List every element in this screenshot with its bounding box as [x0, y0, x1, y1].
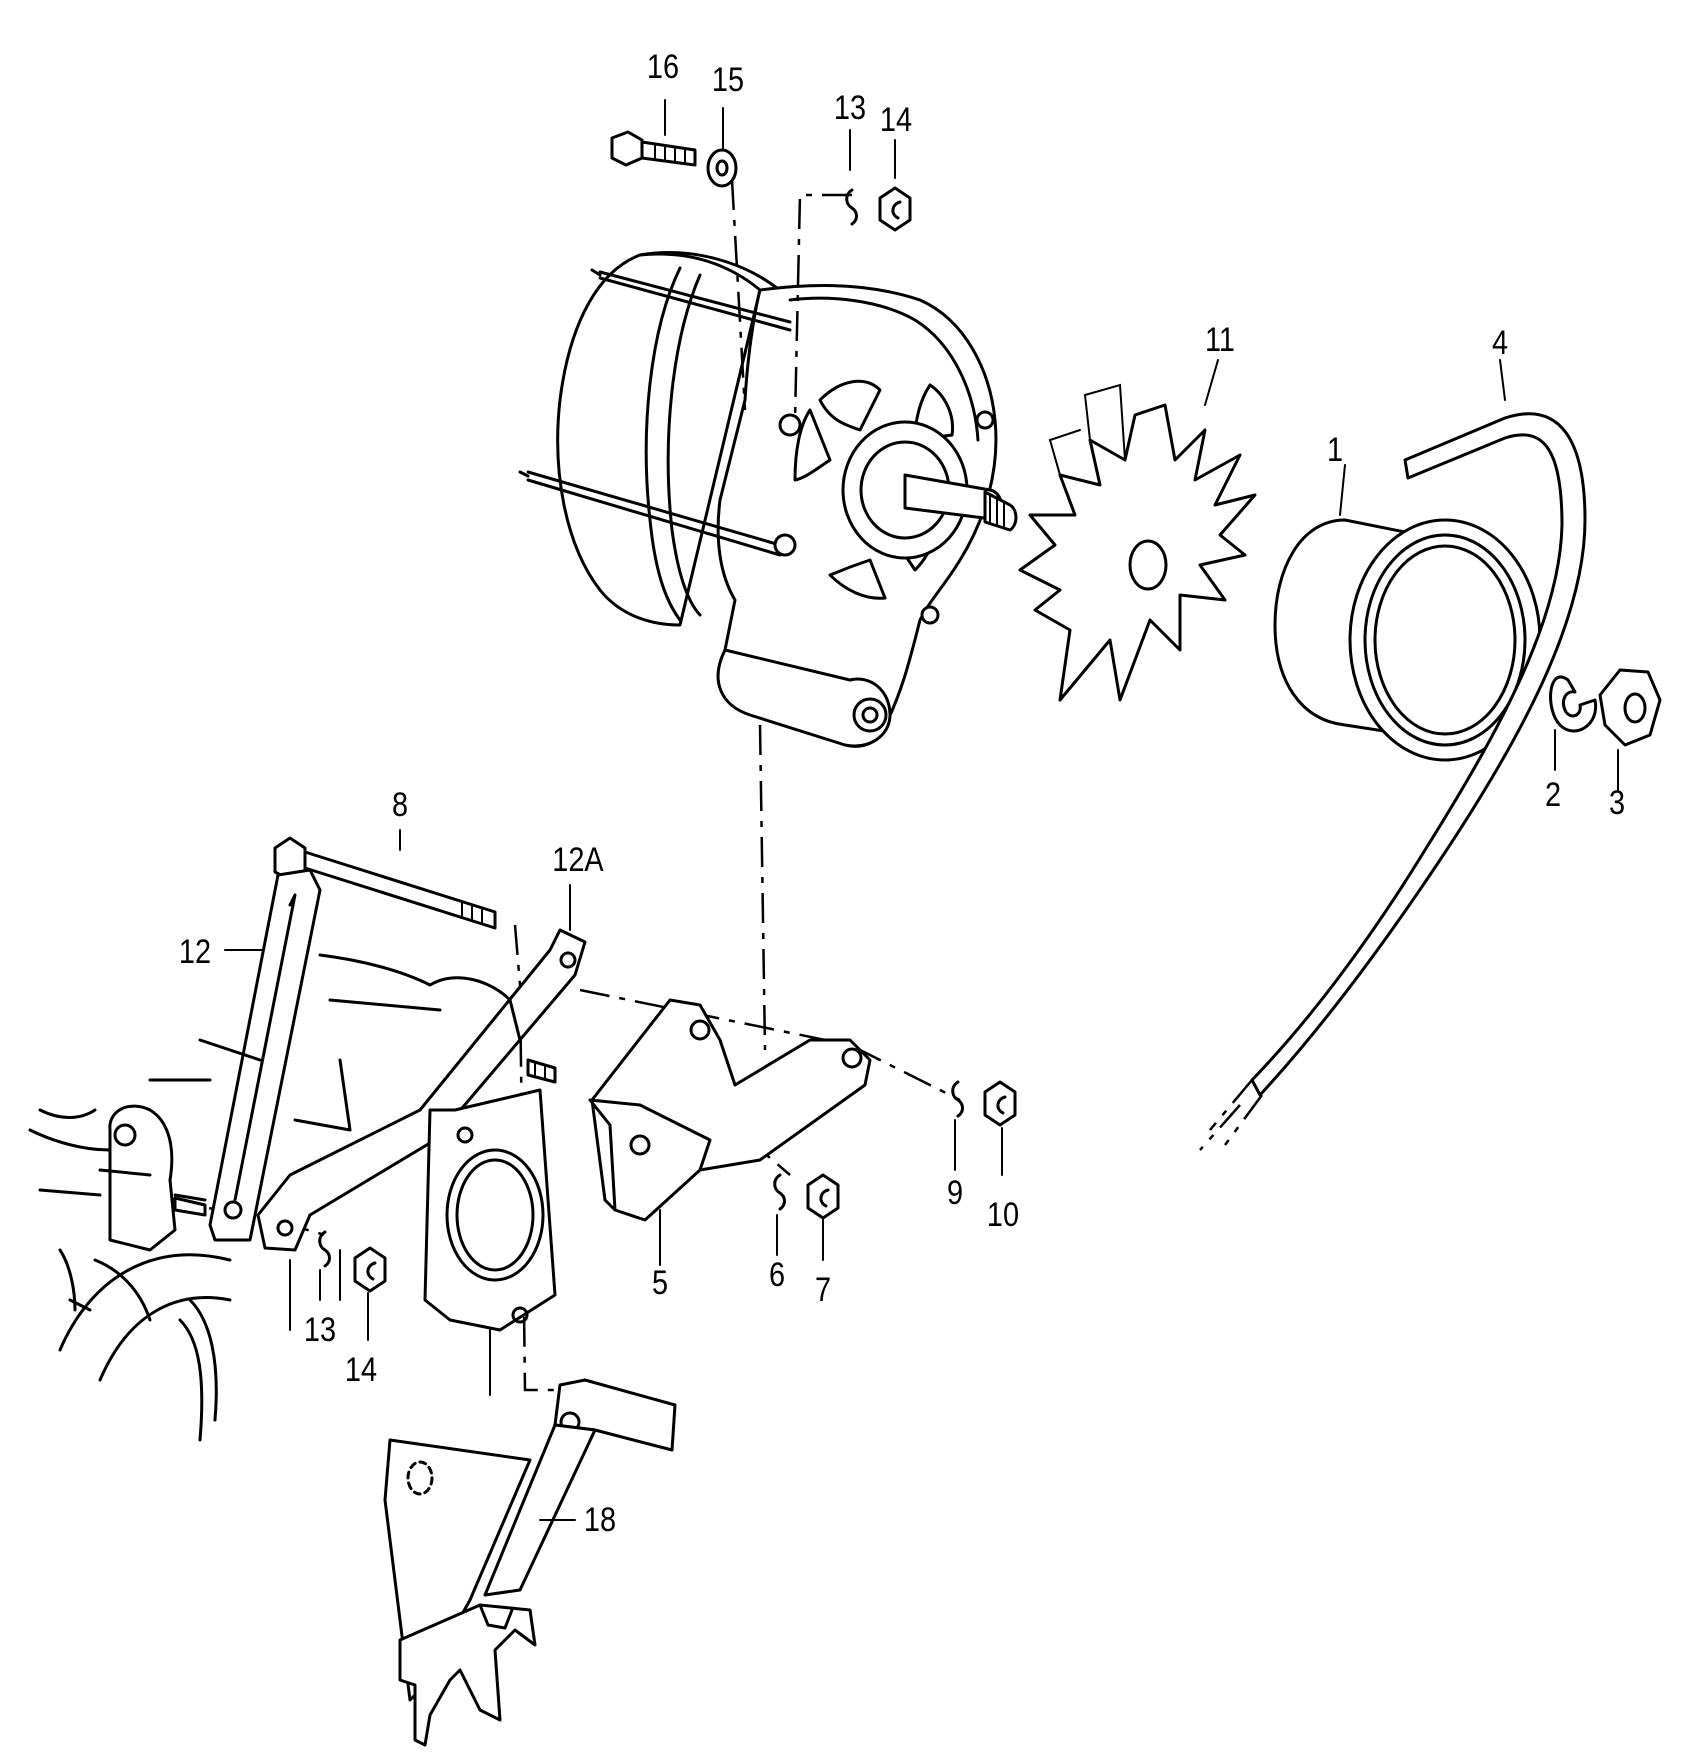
callout-2: 2: [1544, 776, 1562, 814]
lockwasher-9-part: [951, 1080, 964, 1118]
bolt-16-part: [610, 130, 697, 167]
callout-10: 10: [986, 1196, 1020, 1234]
bracket-5-part: [588, 998, 872, 1222]
nut-10-part: [983, 1080, 1017, 1127]
lockwasher-13-bottom-part: [318, 1230, 331, 1268]
callout-7: 7: [814, 1271, 832, 1309]
nut-14-bottom-part: [353, 1246, 387, 1293]
callout-4: 4: [1491, 324, 1509, 362]
strap-12a-part: [256, 928, 587, 1252]
callout-13-bottom: 13: [303, 1311, 337, 1349]
callout-1: 1: [1326, 431, 1344, 469]
callout-9: 9: [946, 1174, 964, 1212]
bracket-18-part: [383, 1378, 677, 1747]
callout-15: 15: [711, 61, 745, 99]
callout-13-top: 13: [833, 89, 867, 127]
engine-block-background: [28, 953, 557, 1442]
fan-11-part: [1018, 383, 1257, 702]
nut-14-top-part: [878, 186, 912, 232]
callout-12: 12: [178, 933, 212, 971]
callout-8: 8: [391, 786, 409, 824]
washer-15-part: [706, 148, 738, 188]
spring-washer-2-part: [1549, 675, 1598, 733]
nut-3-part: [1598, 668, 1662, 747]
callout-5: 5: [651, 1264, 669, 1302]
callout-3: 3: [1608, 784, 1626, 822]
lockwasher-6-part: [773, 1173, 786, 1211]
callout-12a: 12A: [552, 841, 604, 879]
callout-14-bottom: 14: [344, 1351, 378, 1389]
bolt-8-part: [273, 836, 497, 930]
alternator-part: [518, 251, 1018, 748]
v-belt-4-part: [1199, 412, 1587, 1151]
nut-7-part: [806, 1173, 840, 1220]
callout-18: 18: [583, 1501, 617, 1539]
callout-14-top: 14: [879, 101, 913, 139]
strap-12-part: [208, 868, 322, 1242]
pulley-1-part: [1273, 518, 1542, 762]
callout-6: 6: [768, 1256, 786, 1294]
callout-11: 11: [1204, 321, 1236, 359]
callout-16: 16: [646, 48, 680, 86]
callout-leaders: [224, 99, 1619, 1521]
